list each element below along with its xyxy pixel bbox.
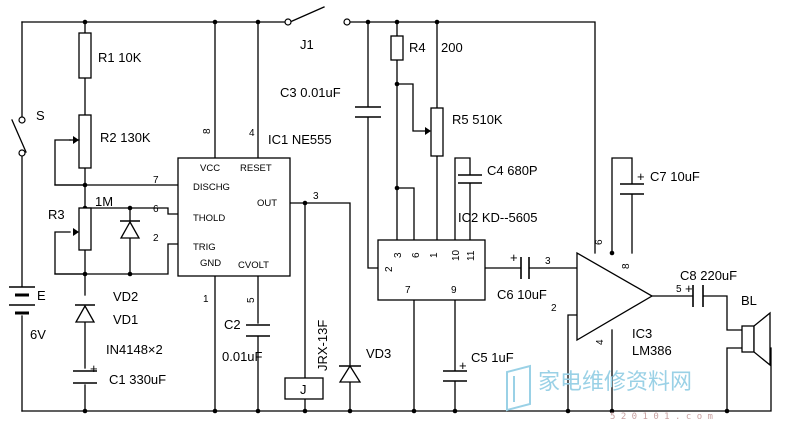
ic1-pin1-num: 1 [203,294,209,305]
ic2-pin2-num: 2 [384,266,395,272]
c6-plus: + [510,250,518,265]
watermark-text: 家电维修资料网 [538,370,692,395]
battery-e-label: E [37,288,46,303]
vd1-label: VD1 [113,312,138,327]
c5-label: C5 1uF [471,350,514,365]
capacitor-c2 [246,324,270,337]
r1-label: R1 10K [98,50,142,65]
c1-plus: + [90,361,98,376]
speaker-bl [741,311,771,367]
ic1-pin3-num: 3 [313,191,319,202]
capacitor-c7 [620,183,644,195]
switch-s-label: S [36,108,45,123]
ic2-pin11-num: 11 [466,250,477,261]
watermark-logo [506,364,531,412]
ic2-pin7-num: 7 [405,285,411,296]
capacitor-c5 [443,370,467,382]
diodes-label: IN4148×2 [106,342,163,357]
ic2-pin10-num: 10 [451,249,462,261]
capacitor-c1 [73,370,97,384]
r4-label: R4 [409,40,426,55]
r2-label: R2 130K [100,130,151,145]
ic1-pin-thold: THOLD [193,213,225,224]
c8-label: C8 220uF [680,268,737,283]
switch-j1 [284,18,351,26]
relay-coil-label: J [300,382,307,397]
capacitor-c8 [692,285,704,307]
ic3-label: IC3 [632,326,652,341]
c4-label: C4 680P [487,163,538,178]
r3-value-label: 1M [95,194,113,209]
diode-vd3 [338,364,362,383]
ic1-ne555 [177,157,291,277]
ic3-pin3-num: 3 [545,256,551,267]
ic1-pin-out: OUT [257,198,277,209]
ic1-pin-reset: RESET [240,163,272,174]
ic1-pin2-num: 2 [153,233,159,244]
r5-label: R5 510K [452,112,503,127]
ic1-pin8-num: 8 [202,128,213,134]
ic1-pin-gnd: GND [200,258,221,269]
relay-coil [284,377,324,400]
battery-e [9,286,35,315]
ic3-pin4-num: 4 [595,339,606,345]
capacitor-c4 [458,174,482,184]
ic2-pin3-num: 3 [393,252,404,258]
ic2-label: IC2 KD--5605 [458,210,537,225]
ic1-pin-trig: TRIG [193,242,216,253]
resistor-r1 [78,32,92,79]
ic3-pin2-num: 2 [551,303,557,314]
c2-value-label: 0.01uF [222,349,263,364]
ic2-pin9-num: 9 [451,285,457,296]
potentiometer-r2 [69,114,92,169]
relay-model-label: JRX-13F [315,320,330,371]
vd2-label: VD2 [113,289,138,304]
c7-label: C7 10uF [650,169,700,184]
ic2-pin1-num: 1 [429,252,440,258]
ic1-pin5-num: 5 [246,297,257,303]
r3-label: R3 [48,207,65,222]
c1-label: C1 330uF [109,372,166,387]
c7-plus: + [637,169,645,184]
ic1-label: IC1 NE555 [268,132,332,147]
ic1-pin6-num: 6 [153,204,159,215]
c5-plus: + [459,358,467,373]
battery-voltage-label: 6V [30,327,46,342]
ic1-pin4-num: 4 [249,128,255,139]
ic2-pin6-num: 6 [411,252,422,258]
ic1-pin-vcc: VCC [200,163,220,174]
j1-label: J1 [300,37,314,52]
ic1-pin7-num: 7 [153,175,159,186]
c8-pin5: 5 [676,284,682,295]
ic3-pin8-num: 8 [621,263,632,269]
vd3-label: VD3 [366,346,391,361]
c6-label: C6 10uF [497,287,547,302]
wires [11,6,772,412]
diode-vd1 [74,304,96,323]
ic1-pin-dischg: DISCHG [193,182,230,193]
ic3-model-label: LM386 [632,343,672,358]
c2-label: C2 [224,317,241,332]
switch-s [18,116,26,157]
junctions [82,19,730,414]
watermark-url: 5 2 0 1 0 1 . c o m [610,412,713,422]
ic3-pin6-num: 6 [594,239,605,245]
c3-label: C3 0.01uF [280,85,341,100]
resistor-r4 [390,35,404,61]
bl-label: BL [741,293,757,308]
r4-value-label: 200 [441,40,463,55]
c8-plus: + [685,281,693,296]
capacitor-c6 [520,257,530,279]
ic2-kd5605 [377,239,486,301]
ic1-pin-cvolt: CVOLT [238,260,269,271]
potentiometer-r5 [425,107,444,157]
potentiometer-r3 [73,207,92,251]
capacitor-c3 [355,106,381,118]
ic3-lm386 [576,251,654,342]
diode-vd2 [119,220,141,239]
